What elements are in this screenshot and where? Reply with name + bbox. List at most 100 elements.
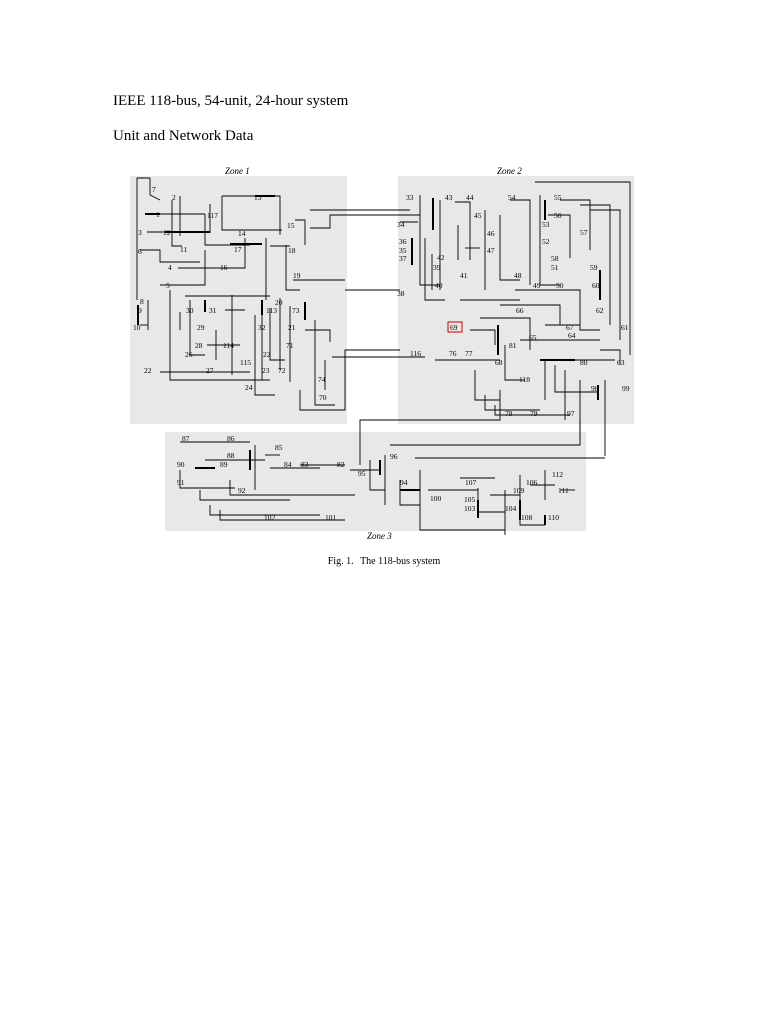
zone-1-area [130, 176, 347, 424]
bus-label: 81 [509, 341, 517, 350]
bus-label: 10 [133, 323, 141, 332]
bus-label: 87 [182, 434, 190, 443]
bus-label: 68 [495, 358, 503, 367]
bus-label: 67 [566, 323, 574, 332]
bus-label: 83 [301, 460, 309, 469]
bus-label: 88 [227, 451, 235, 460]
bus-label: 118 [519, 375, 530, 384]
bus-label: 98 [591, 384, 599, 393]
caption-text: The 118-bus system [360, 556, 441, 567]
bus-label: 84 [284, 460, 292, 469]
bus-label: 79 [530, 409, 538, 418]
bus-label: 15 [287, 221, 295, 230]
bus-label: 1 [156, 210, 160, 219]
network-diagram: Zone 1 Zone 2 Zone 3 [130, 166, 634, 541]
caption-number: Fig. 1. [327, 556, 354, 567]
bus-label: 54 [508, 193, 516, 202]
bus-label: 77 [465, 349, 473, 358]
bus-label: 55 [554, 193, 562, 202]
bus-label: 48 [514, 271, 522, 280]
bus-label: 57 [580, 228, 588, 237]
page-title: IEEE 118-bus, 54-unit, 24-hour system [113, 93, 349, 109]
bus-label: 42 [437, 253, 445, 262]
bus-label: 3 [138, 228, 142, 237]
bus-label: 89 [220, 460, 228, 469]
bus-label: 22 [263, 350, 271, 359]
bus-label: 86 [227, 434, 235, 443]
bus-label: 14 [238, 229, 246, 238]
bus-label: 46 [487, 229, 495, 238]
bus-label: 53 [542, 220, 550, 229]
bus-label: 51 [551, 263, 559, 272]
bus-label: 39 [433, 263, 441, 272]
bus-label: 6 [138, 247, 142, 256]
bus-bars [137, 195, 601, 525]
bus-label: 34 [397, 220, 405, 229]
bus-label: 5 [166, 281, 170, 290]
bus-label: 52 [542, 237, 550, 246]
bus-label: 62 [596, 306, 604, 315]
bus-label: 2 [172, 193, 176, 202]
transmission-lines [136, 177, 631, 535]
zone-1-label: Zone 1 [225, 166, 250, 176]
bus-label: 95 [358, 469, 366, 478]
bus-label: 31 [209, 306, 217, 315]
bus-label: 110 [548, 513, 559, 522]
bus-label: 72 [278, 366, 286, 375]
bus-label: 90 [177, 460, 185, 469]
bus-label: 85 [275, 443, 283, 452]
bus-label: 99 [622, 384, 630, 393]
bus-label: 45 [474, 211, 482, 220]
bus-label: 82 [337, 460, 345, 469]
bus-label: 70 [319, 393, 327, 402]
bus-label: 76 [449, 349, 457, 358]
bus-label: 8 [140, 297, 144, 306]
bus-label: 9 [138, 306, 142, 315]
bus-label: 74 [318, 375, 326, 384]
bus-label: 37 [399, 254, 407, 263]
bus-label: 56 [554, 211, 562, 220]
bus-label: 97 [567, 409, 575, 418]
bus-label: 73 [292, 306, 300, 315]
bus-label: 59 [590, 263, 598, 272]
bus-label: 30 [186, 306, 194, 315]
bus-label: 29 [197, 323, 205, 332]
bus-label: 17 [234, 245, 242, 254]
bus-label: 33 [406, 193, 414, 202]
bus-label: 104 [505, 504, 517, 513]
bus-label: 92 [238, 486, 246, 495]
bus-label: 49 [533, 281, 541, 290]
bus-label: 22 [144, 366, 152, 375]
figure-caption: Fig. 1. The 118-bus system [0, 556, 768, 567]
bus-label: 16 [220, 263, 228, 272]
bus-label: 96 [390, 452, 398, 461]
zone-3-area [165, 432, 586, 531]
bus-label: 112 [552, 470, 563, 479]
bus-label: 64 [568, 331, 576, 340]
bus-69-highlight [447, 321, 463, 333]
bus-label: 106 [526, 478, 538, 487]
bus-label: 38 [397, 289, 405, 298]
bus-label: 78 [505, 409, 513, 418]
bus-label: 100 [430, 494, 442, 503]
bus-label: 36 [399, 237, 407, 246]
bus-label: 23 [262, 366, 270, 375]
bus-labels: 7 2 1 117 13 12 3 11 14 15 6 4 17 18 16 … [133, 185, 630, 522]
bus-label: 115 [240, 358, 251, 367]
bus-label: 71 [286, 341, 294, 350]
bus-label: 63 [617, 358, 625, 367]
bus-label: 60 [592, 281, 600, 290]
bus-label: 61 [621, 323, 629, 332]
network-diagram-figure: Zone 1 Zone 2 Zone 3 [126, 162, 646, 547]
bus-label: 44 [466, 193, 474, 202]
bus-label: 102 [264, 513, 276, 522]
bus-label: 21 [288, 323, 296, 332]
bus-label: 18 [288, 246, 296, 255]
bus-label: 114 [223, 341, 234, 350]
bus-label: 13 [254, 193, 262, 202]
bus-label: 109 [513, 486, 525, 495]
zone-2-label: Zone 2 [497, 166, 522, 176]
bus-label: 27 [206, 366, 214, 375]
bus-label: 58 [551, 254, 559, 263]
bus-label: 111 [558, 486, 569, 495]
